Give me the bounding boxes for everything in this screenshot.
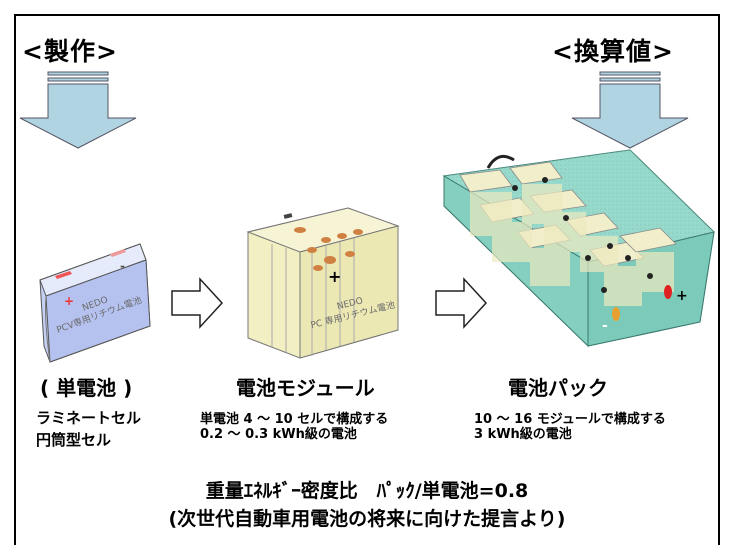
stage-desc-pack-line1: 10 ～ 16 モジュールで構成する xyxy=(474,412,666,427)
svg-text:+: + xyxy=(676,288,688,304)
down-arrow-right-icon xyxy=(571,71,689,149)
svg-text:-: - xyxy=(120,259,125,273)
footer-source: (次世代自動車用電池の将来に向けた提言より) xyxy=(168,508,566,530)
svg-text:+: + xyxy=(328,267,341,286)
stage-label-pack: 電池パック xyxy=(508,376,608,400)
right-arrow-icon xyxy=(435,277,488,329)
stage-desc-module-line1: 単電池 4 ～ 10 セルで構成する xyxy=(200,412,389,427)
down-arrow-left-icon xyxy=(19,71,137,149)
footer-ratio: 重量ｴﾈﾙｷﾞｰ密度比 ﾊﾟｯｸ/単電池=0.8 xyxy=(205,480,529,502)
stage-desc-module-line2: 0.2 ～ 0.3 kWh級の電池 xyxy=(200,427,357,442)
header-left: <製作> xyxy=(22,37,118,66)
svg-text:-: - xyxy=(602,318,608,334)
stage-label-module: 電池モジュール xyxy=(236,376,375,400)
stage-desc-cell-line1: ラミネートセル xyxy=(36,409,142,427)
single-cell-image: + - NEDO PCV専用リチウム電池 xyxy=(39,243,151,363)
header-right: <換算値> xyxy=(552,37,674,66)
battery-pack-image: + - xyxy=(442,149,715,348)
stage-label-cell: ( 単電池 ) xyxy=(40,376,133,400)
svg-text:+: + xyxy=(64,294,74,308)
stage-desc-pack-line2: 3 kWh級の電池 xyxy=(474,427,572,442)
stage-desc-cell-line2: 円筒型セル xyxy=(36,431,112,449)
right-arrow-icon xyxy=(171,277,224,329)
diagram-frame xyxy=(14,14,720,545)
battery-module-image: + NEDO PC 専用リチウム電池 xyxy=(246,207,400,359)
